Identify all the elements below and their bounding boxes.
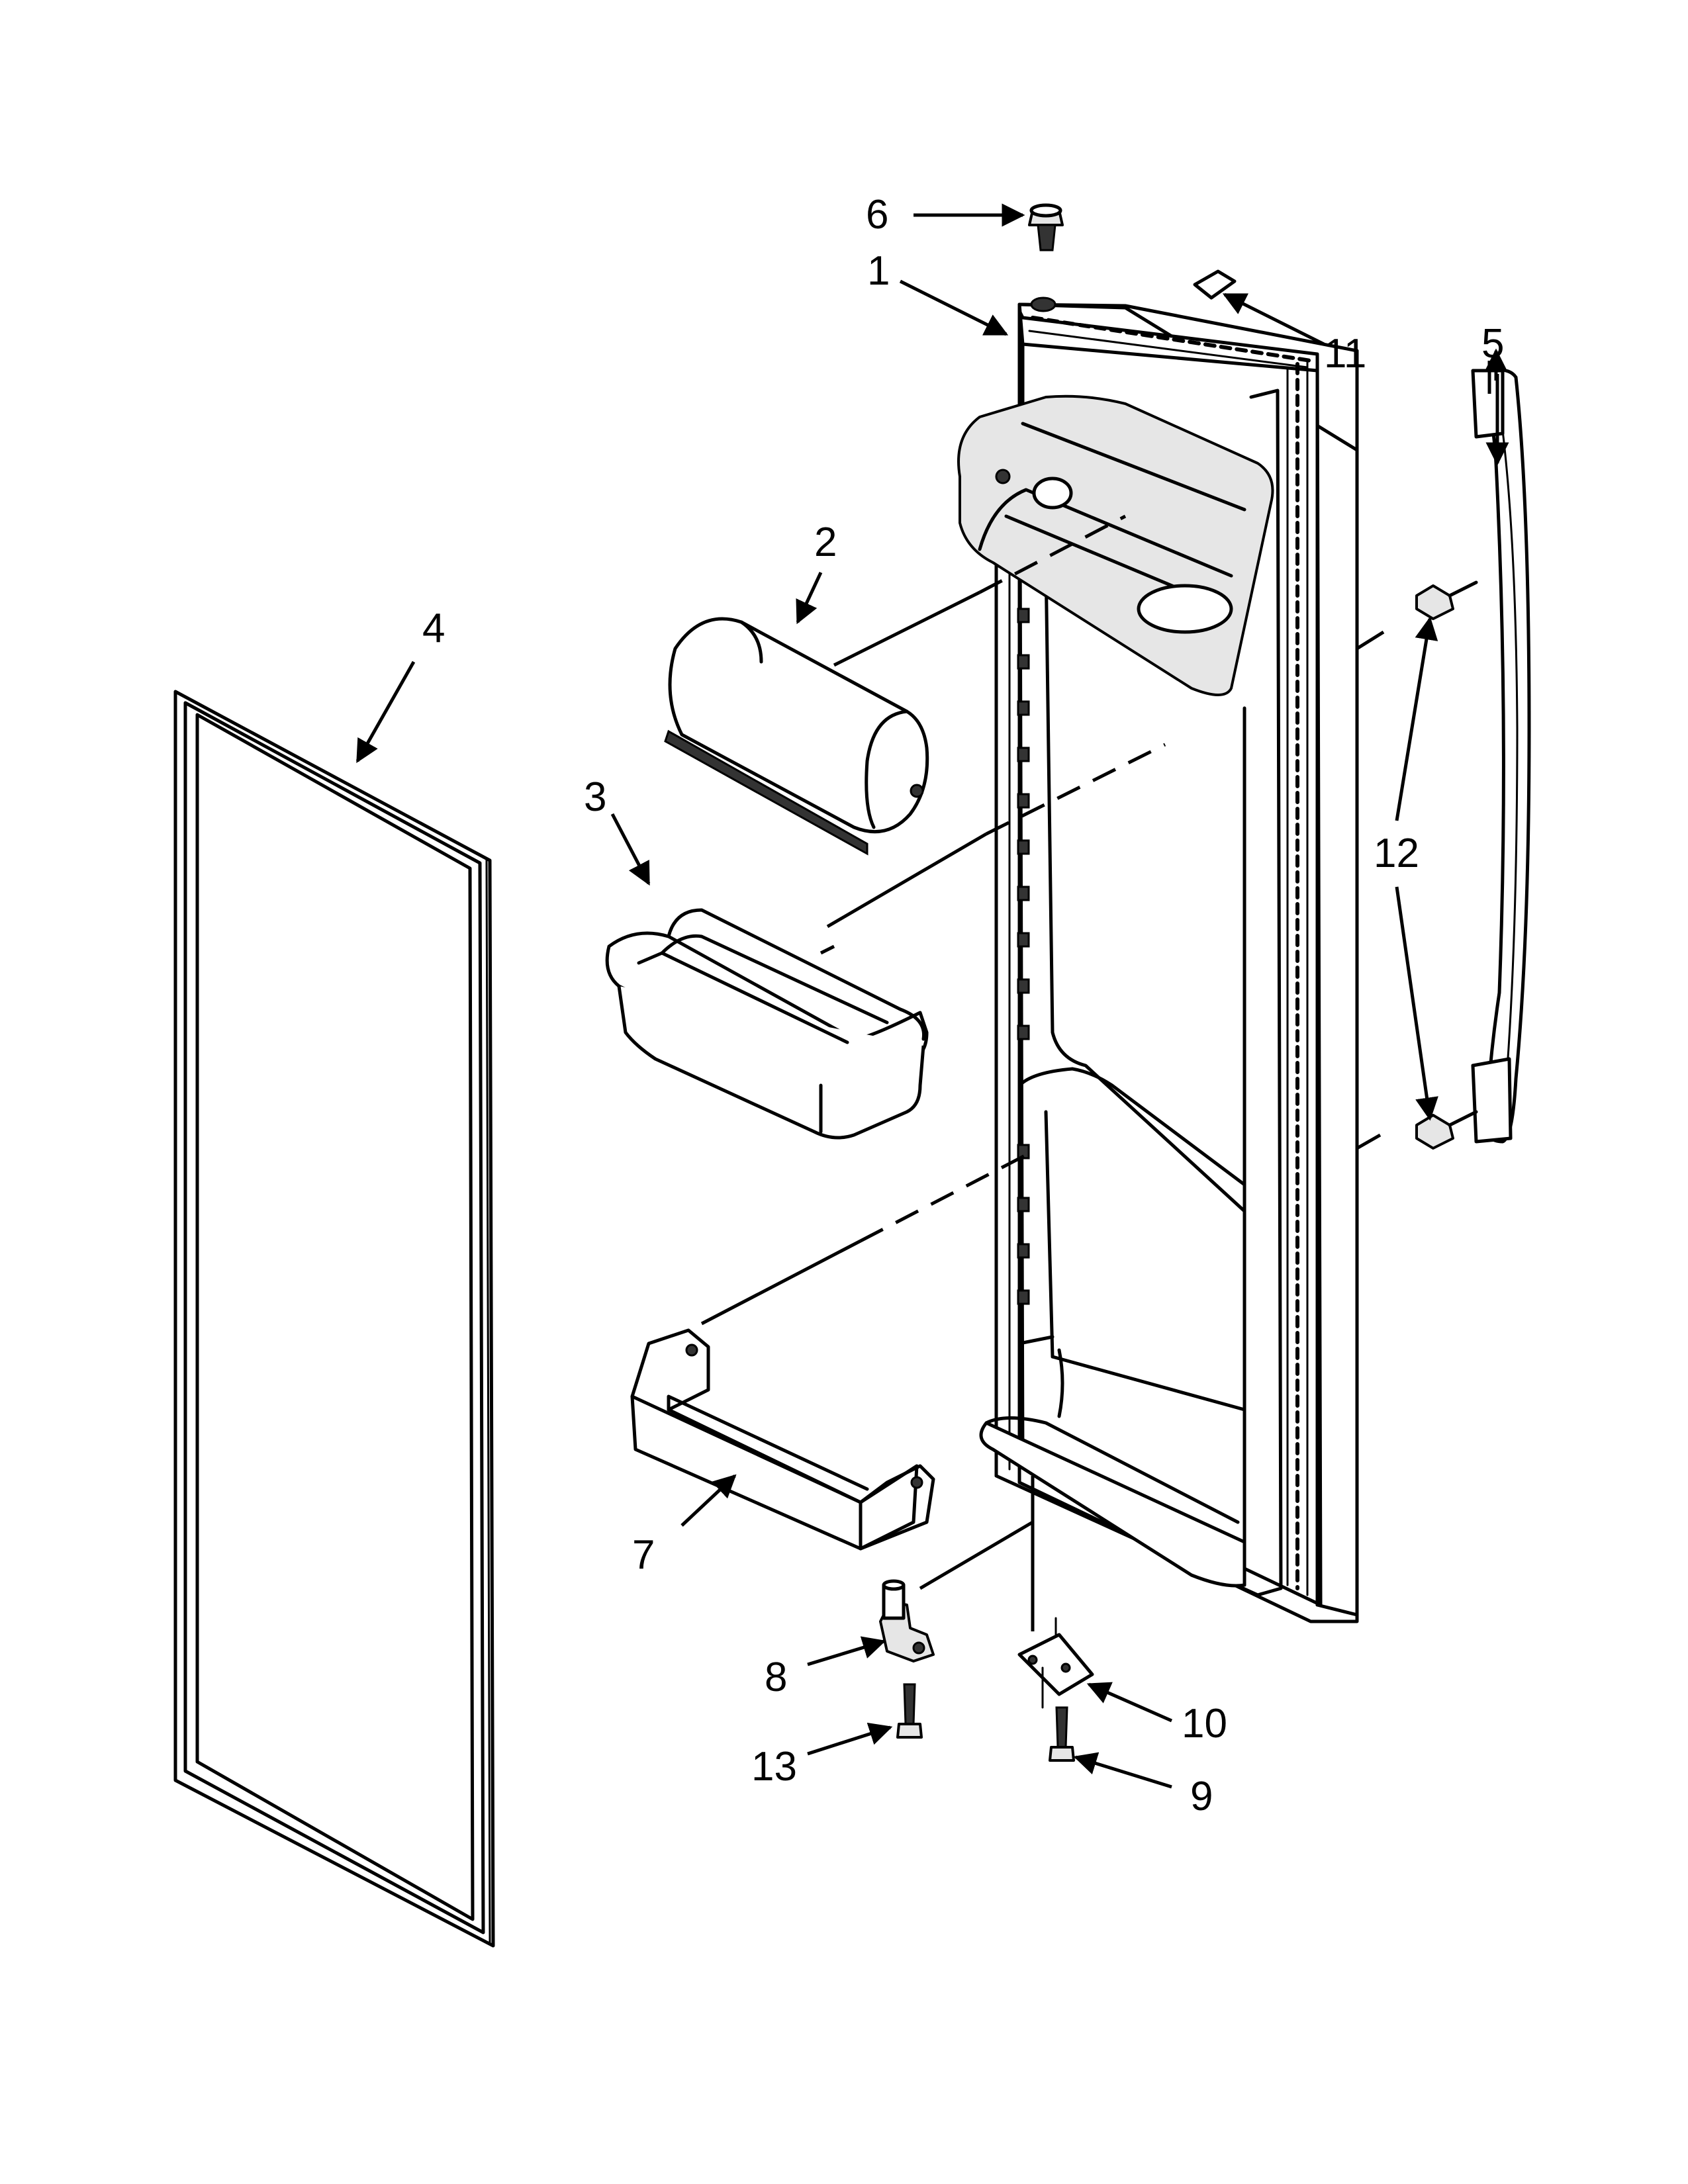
callout-11: 11 <box>1324 331 1366 377</box>
hinge-bushing-part <box>1028 203 1064 251</box>
lower-hinge-pin-part <box>879 1579 935 1662</box>
callout-7: 7 <box>632 1532 655 1578</box>
dairy-cover-part <box>664 617 929 856</box>
callout-1: 1 <box>867 248 890 294</box>
handle-mounting-studs <box>1415 580 1478 1150</box>
lower-door-bin-part <box>630 1328 935 1551</box>
callout-10: 10 <box>1182 1701 1227 1747</box>
hinge-plate-screw-part <box>1049 1706 1075 1762</box>
callout-3: 3 <box>584 774 606 820</box>
leader-arrows <box>355 203 1508 1789</box>
callout-5: 5 <box>1481 321 1504 367</box>
door-handle-part <box>1471 368 1531 1144</box>
door-bin-part <box>605 908 929 1140</box>
assembly-lines <box>700 514 1385 1631</box>
callout-9: 9 <box>1190 1774 1213 1819</box>
callout-13: 13 <box>751 1744 797 1790</box>
callout-labels: 6 1 11 5 2 4 3 12 7 8 10 13 9 <box>422 192 1504 1819</box>
door-assembly-part <box>957 296 1359 1623</box>
callout-4: 4 <box>422 606 445 651</box>
callout-6: 6 <box>866 192 888 238</box>
callout-2: 2 <box>814 520 837 565</box>
door-gasket-part <box>173 690 495 1948</box>
callout-8: 8 <box>765 1655 787 1700</box>
bottom-hinge-plate-part <box>1017 1617 1094 1709</box>
shelf-mount-slots <box>1017 608 1030 1305</box>
hinge-pin-screw-part <box>896 1683 923 1739</box>
door-pad-part <box>1193 269 1237 300</box>
callout-12: 12 <box>1374 831 1419 876</box>
